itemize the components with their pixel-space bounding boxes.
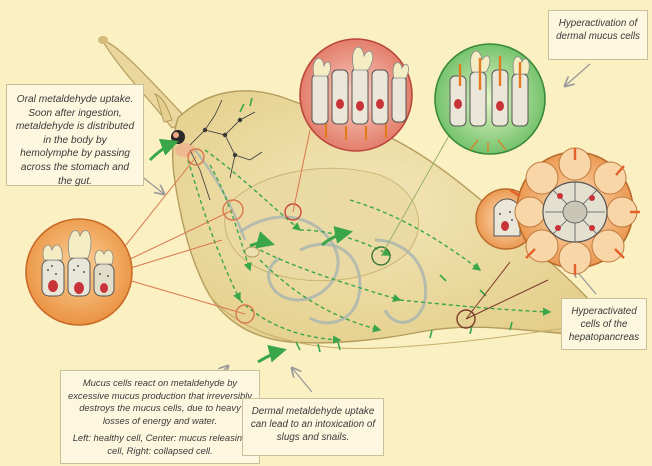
callout-mucus-cells-sub-text: Left: healthy cell, Center: mucus releas… [67, 432, 253, 457]
inset-mucus-cells-dermal-red [300, 39, 412, 151]
callout-hepatopancreas-text: Hyperactivated cells of the hepatopancre… [565, 305, 643, 344]
callout-dermal-uptake-text: Dermal metaldehyde uptake can lead to an… [248, 405, 378, 444]
callout-oral-uptake-text: Oral metaldehyde uptake. Soon after inge… [13, 93, 137, 188]
inset-mucus-cells-oral [26, 219, 132, 325]
callout-dermal-mucus-text: Hyperactivation of dermal mucus cells [553, 17, 643, 43]
callout-dermal-mucus-hyperactivation: Hyperactivation of dermal mucus cells [548, 10, 648, 60]
inset-mucus-cells-dermal-green [435, 44, 545, 154]
callout-dermal-uptake: Dermal metaldehyde uptake can lead to an… [242, 398, 384, 456]
callout-mucus-cells-main-text: Mucus cells react on metaldehyde by exce… [67, 377, 253, 427]
callout-mucus-cells: Mucus cells react on metaldehyde by exce… [60, 370, 260, 464]
inset-hepatopancreas [510, 148, 640, 275]
callout-oral-uptake: Oral metaldehyde uptake. Soon after inge… [6, 84, 144, 186]
callout-hepatopancreas: Hyperactivated cells of the hepatopancre… [561, 298, 647, 350]
